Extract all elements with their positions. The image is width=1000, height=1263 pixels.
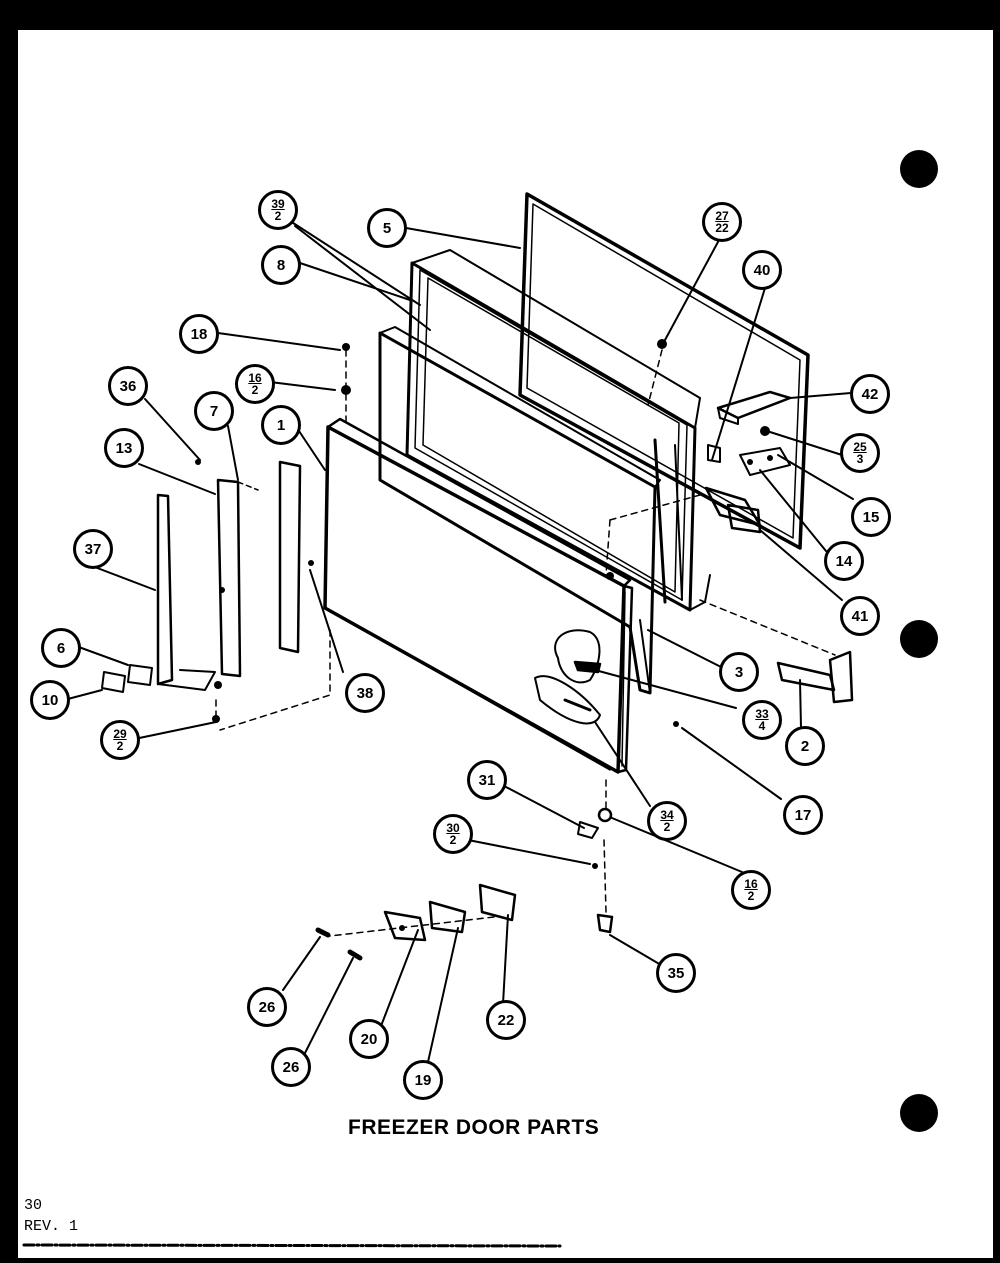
callout-10: 10 — [30, 680, 70, 720]
callout-22: 22 — [486, 1000, 526, 1040]
binder-hole-bottom — [900, 1094, 938, 1132]
callout-5: 5 — [367, 208, 407, 248]
callout-18-top: 18 — [179, 314, 219, 354]
callout-42: 42 — [850, 374, 890, 414]
callout-2: 2 — [785, 726, 825, 766]
callout-31: 31 — [467, 760, 507, 800]
handle-trim-parts — [534, 629, 602, 725]
callout-20: 20 — [349, 1019, 389, 1059]
callout-38: 38 — [345, 673, 385, 713]
callout-13: 13 — [104, 428, 144, 468]
outer-door-panel-part — [323, 417, 634, 774]
diagram-caption: FREEZER DOOR PARTS — [348, 1116, 600, 1139]
callout-41: 41 — [840, 596, 880, 636]
callout-19: 19 — [403, 1060, 443, 1100]
callout-35: 35 — [656, 953, 696, 993]
callout-6: 6 — [41, 628, 81, 668]
binder-hole-middle — [900, 620, 938, 658]
callout-3: 3 — [719, 652, 759, 692]
inner-door-panel-part — [378, 326, 661, 695]
callout-15: 15 — [851, 497, 891, 537]
side-trim-strips — [156, 460, 302, 691]
door-liner-part — [405, 249, 711, 612]
callout-8: 8 — [261, 245, 301, 285]
callout-17: 17 — [783, 795, 823, 835]
nameplate-parts — [101, 664, 153, 693]
top-hinge-parts — [704, 390, 854, 704]
callout-26-lower: 26 — [271, 1047, 311, 1087]
scan-noise-line — [22, 1243, 562, 1248]
callout-26-upper: 26 — [247, 987, 287, 1027]
callout-37: 37 — [73, 529, 113, 569]
callout-40: 40 — [742, 250, 782, 290]
paper-sheet — [18, 30, 993, 1258]
alignment-dashed-lines — [215, 349, 836, 937]
callout-leader-lines — [63, 218, 854, 1063]
door-gasket-part — [518, 192, 810, 550]
binder-hole-top — [900, 150, 938, 188]
callout-7: 7 — [194, 391, 234, 431]
revision-label: REV. 1 — [24, 1218, 79, 1235]
bottom-hinge-parts — [315, 807, 614, 961]
callout-1: 1 — [261, 405, 301, 445]
callout-14: 14 — [824, 541, 864, 581]
page-number: 30 — [24, 1197, 43, 1214]
callout-36: 36 — [108, 366, 148, 406]
screw-fasteners — [195, 339, 679, 727]
